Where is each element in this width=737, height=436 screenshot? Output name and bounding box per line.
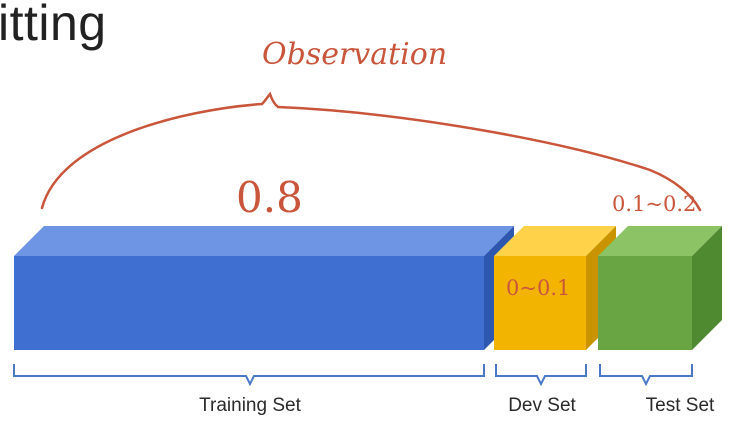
dev-set-label: Dev Set	[508, 395, 576, 416]
training-set-bracket	[13, 364, 485, 387]
training-set-label: Training Set	[199, 395, 301, 416]
training-set-block	[14, 226, 514, 350]
test-set-block	[598, 226, 722, 350]
observation-annotation: Observation	[262, 37, 447, 72]
dev-ratio-annotation: 0~0.1	[506, 276, 570, 300]
test-set-bracket	[599, 364, 693, 387]
slide-title-fragment: itting	[0, 0, 107, 51]
test-ratio-annotation: 0.1~0.2	[612, 192, 696, 216]
training-ratio-annotation: 0.8	[236, 173, 303, 222]
dev-set-bracket	[495, 364, 587, 387]
test-set-label: Test Set	[646, 395, 715, 416]
observation-brace	[40, 91, 702, 212]
